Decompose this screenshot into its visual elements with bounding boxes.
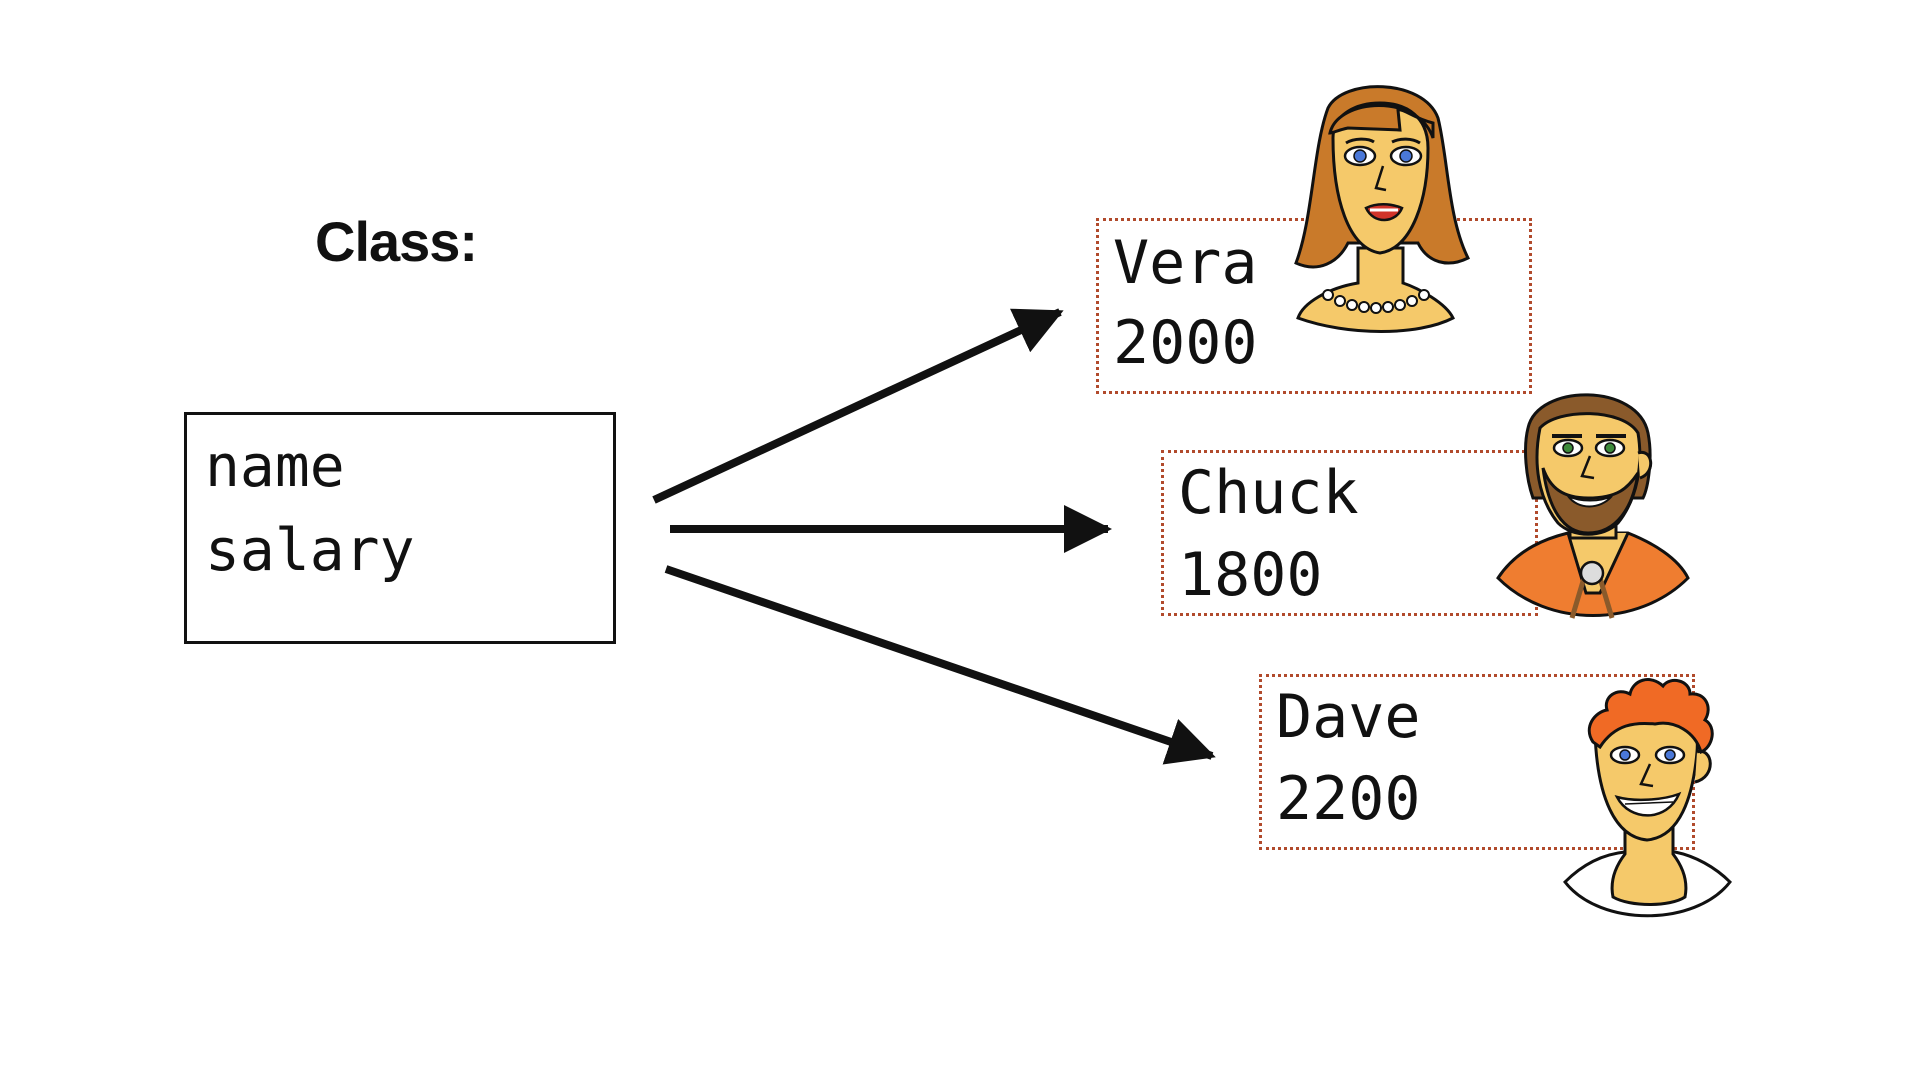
class-title: Class: xyxy=(315,210,478,273)
arrow-to-dave xyxy=(664,565,1216,765)
object-name: Dave xyxy=(1276,682,1421,752)
object-salary: 2200 xyxy=(1276,764,1421,834)
dave-avatar-icon xyxy=(1563,678,1732,918)
object-name: Chuck xyxy=(1178,458,1359,528)
class-attribute-salary: salary xyxy=(205,516,415,584)
object-dave: Dave 2200 xyxy=(1259,674,1695,850)
chuck-avatar-icon xyxy=(1496,393,1690,619)
object-salary: 1800 xyxy=(1178,540,1323,610)
arrow-to-vera xyxy=(652,308,1064,504)
object-name: Vera xyxy=(1113,228,1258,298)
object-salary: 2000 xyxy=(1113,308,1258,378)
vera-avatar-icon xyxy=(1294,85,1471,333)
class-box: name salary xyxy=(184,412,616,644)
object-chuck: Chuck 1800 xyxy=(1161,450,1538,616)
class-attribute-name: name xyxy=(205,432,345,500)
